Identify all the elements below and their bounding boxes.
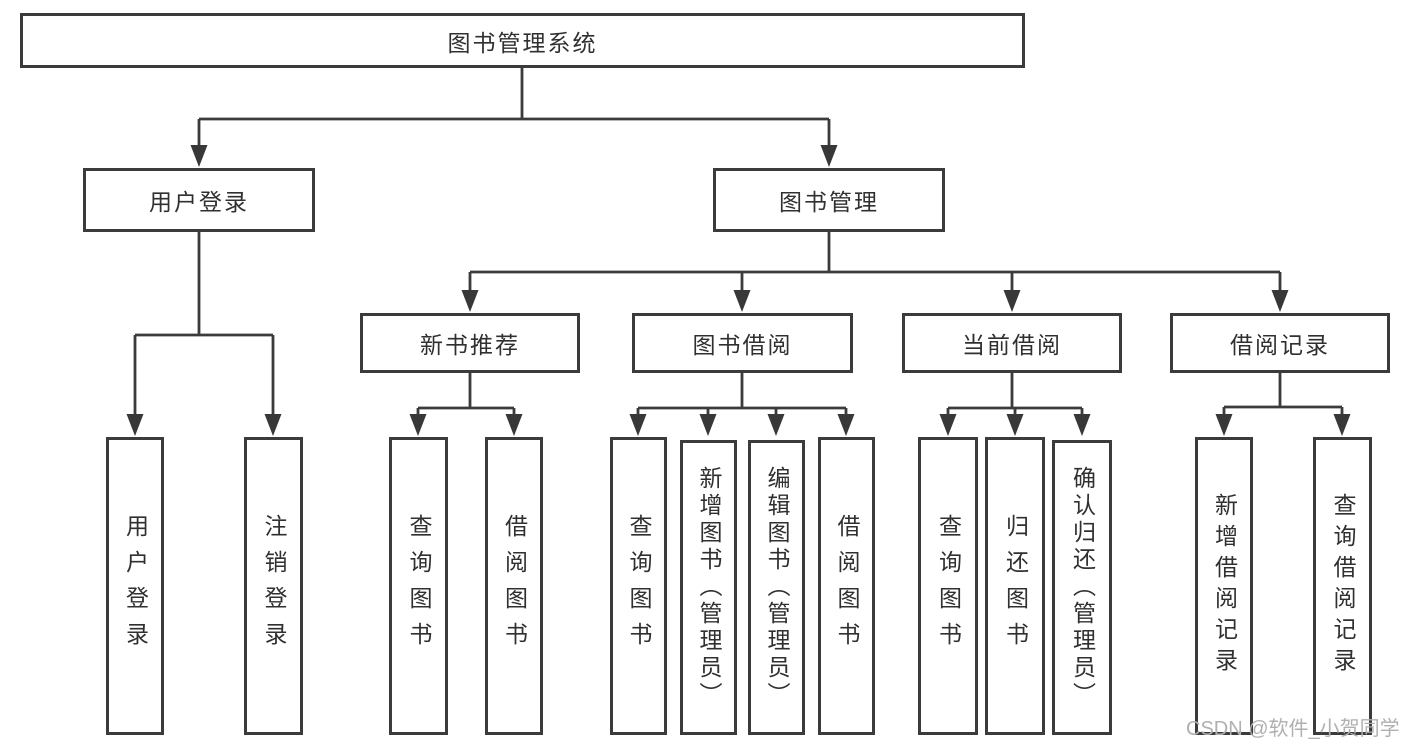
node-borrowing-records-label: 借阅记录: [1230, 332, 1330, 358]
leaf-records-query-record-label: 查询借阅记录: [1330, 493, 1356, 679]
connector-book-borrow-split: [636, 373, 848, 416]
node-book-borrowing: 图书借阅: [632, 313, 853, 373]
leaf-newbook-query-books-label: 查询图书: [406, 514, 432, 658]
node-root-label: 图书管理系统: [447, 29, 598, 56]
node-borrowing-records: 借阅记录: [1170, 313, 1390, 373]
node-current-borrowing-label: 当前借阅: [962, 332, 1062, 358]
leaf-borrow-add-books-admin: 新增图书（管理员）: [680, 440, 737, 735]
watermark: CSDN @软件_小贺同学: [1186, 718, 1400, 740]
connector-book-mgmt-split: [468, 232, 1282, 292]
leaf-current-query-books-label: 查询图书: [935, 514, 962, 658]
node-new-book-recommendation-label: 新书推荐: [420, 332, 520, 358]
leaf-records-query-record: 查询借阅记录: [1313, 437, 1372, 735]
leaf-borrow-edit-books-admin-label: 编辑图书（管理员）: [764, 466, 790, 709]
leaf-borrow-borrow-books: 借阅图书: [818, 437, 875, 735]
leaf-borrow-add-books-admin-label: 新增图书（管理员）: [696, 466, 722, 709]
leaf-user-login-label: 用户登录: [122, 514, 149, 658]
leaf-borrow-edit-books-admin: 编辑图书（管理员）: [748, 440, 805, 735]
leaf-newbook-borrow-books-label: 借阅图书: [501, 514, 528, 658]
connector-current-borrow-split: [946, 373, 1084, 416]
leaf-current-confirm-return-admin: 确认归还（管理员）: [1052, 440, 1112, 735]
leaf-records-add-record-label: 新增借阅记录: [1211, 493, 1238, 679]
leaf-borrow-query-books: 查询图书: [610, 437, 667, 735]
leaf-borrow-borrow-books-label: 借阅图书: [834, 514, 860, 658]
connector-borrow-records-split: [1222, 373, 1344, 416]
leaf-current-return-books: 归还图书: [985, 437, 1045, 735]
connector-user-login-split: [133, 232, 275, 416]
node-book-management-label: 图书管理: [779, 189, 879, 215]
node-root: 图书管理系统: [20, 13, 1025, 68]
node-current-borrowing: 当前借阅: [902, 313, 1122, 373]
leaf-newbook-query-books: 查询图书: [389, 437, 448, 735]
leaf-current-confirm-return-admin-label: 确认归还（管理员）: [1069, 466, 1096, 709]
leaf-logout: 注销登录: [244, 437, 303, 735]
connector-root-split: [197, 68, 831, 147]
node-user-login-label: 用户登录: [149, 189, 249, 215]
node-user-login: 用户登录: [83, 168, 315, 232]
node-book-borrowing-label: 图书借阅: [692, 332, 793, 358]
leaf-logout-label: 注销登录: [261, 514, 287, 658]
leaf-newbook-borrow-books: 借阅图书: [485, 437, 543, 735]
leaf-current-return-books-label: 归还图书: [1002, 514, 1029, 658]
leaf-borrow-query-books-label: 查询图书: [626, 514, 652, 658]
arrowheads: [126, 145, 1351, 436]
leaf-records-add-record: 新增借阅记录: [1195, 437, 1253, 735]
node-book-management: 图书管理: [713, 168, 945, 232]
node-new-book-recommendation: 新书推荐: [360, 313, 580, 373]
connector-new-book-split: [416, 373, 516, 416]
leaf-user-login: 用户登录: [106, 437, 164, 735]
leaf-current-query-books: 查询图书: [918, 437, 978, 735]
